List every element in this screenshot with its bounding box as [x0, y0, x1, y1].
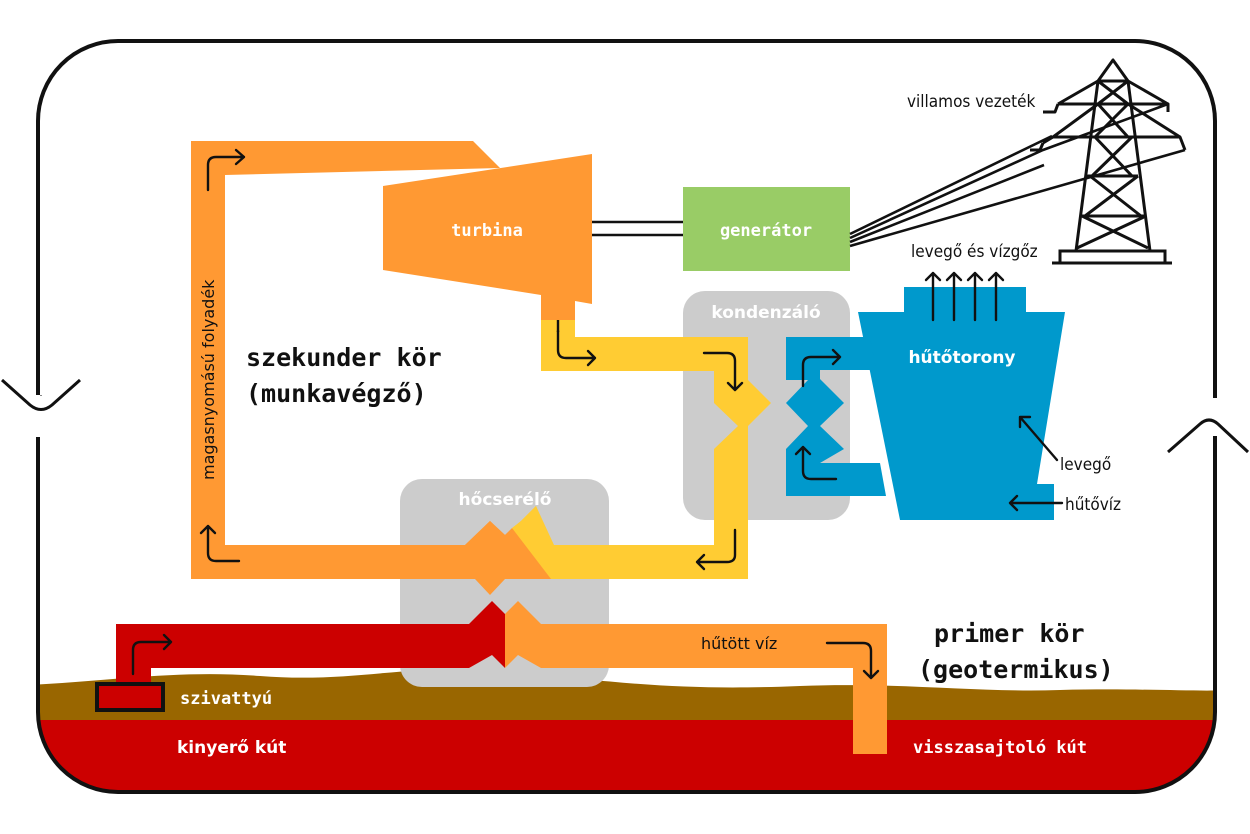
cooling-tower-label: hűtőtorony [908, 348, 1015, 368]
turbine-body [383, 154, 592, 320]
arrow-up-right-icon [206, 148, 246, 192]
arrow-cooling-water-icon [1008, 494, 1064, 512]
arrow-right-down-icon [702, 351, 744, 392]
flow-arrows [131, 148, 1064, 680]
cooled-water-label: hűtött víz [701, 634, 777, 653]
generator-body [683, 187, 850, 271]
high-pressure-fluid-label: magasnyomású folyadék [199, 279, 218, 480]
pump-label: szivattyú [180, 689, 272, 709]
heat-exchanger-label: hőcserélő [459, 490, 552, 510]
primary-loop-cooled [505, 601, 887, 754]
ground [38, 668, 1215, 792]
turbine-label: turbina [451, 221, 523, 241]
arrow-air-icon [1018, 415, 1059, 462]
arrow-steam-up-4-icon [987, 271, 1005, 322]
transmission-tower-icon [1030, 58, 1187, 265]
primary-circuit-title: primer kör [934, 619, 1085, 648]
arrow-steam-up-3-icon [966, 271, 984, 322]
arrow-down-right-icon [556, 329, 597, 367]
soil-layer [38, 668, 1215, 722]
arrow-up-icon [199, 524, 241, 563]
secondary-circuit-title: szekunder kör [246, 343, 442, 372]
production-well-label: kinyerő kút [177, 738, 286, 758]
cooling-water-loop [786, 337, 886, 496]
pump-icon [95, 682, 165, 712]
condenser-label: kondenzáló [711, 303, 820, 323]
power-line-label: villamos vezeték [907, 92, 1036, 112]
secondary-loop-orange [191, 141, 560, 579]
generator-label: generátor [720, 221, 812, 241]
arrow-left-up-blue-icon [794, 445, 838, 481]
hot-reservoir-layer [38, 720, 1215, 792]
arrow-up-right-blue-icon [801, 348, 842, 388]
arrow-steam-up-2-icon [945, 271, 963, 322]
air-and-steam-label: levegő és vízgőz [911, 242, 1038, 262]
arrow-steam-up-1-icon [924, 271, 942, 322]
arrow-down-left-icon [695, 528, 737, 571]
left-bend-symbol [1, 378, 81, 411]
right-bend-symbol [1167, 418, 1250, 454]
primary-loop-hot [116, 601, 505, 700]
cooling-water-label: hűtővíz [1065, 495, 1121, 515]
arrow-cooled-down-icon [825, 641, 880, 680]
secondary-circuit-subtitle: (munkavégző) [246, 379, 427, 408]
air-label: levegő [1060, 455, 1111, 475]
cooling-tower-body [858, 287, 1065, 520]
injection-well-label: visszasajtoló kút [913, 738, 1087, 758]
arrow-pump-up-right-icon [131, 633, 173, 676]
diagram-frame [36, 39, 1217, 794]
power-lines [849, 102, 1186, 248]
primary-circuit-subtitle: (geotermikus) [918, 655, 1114, 684]
